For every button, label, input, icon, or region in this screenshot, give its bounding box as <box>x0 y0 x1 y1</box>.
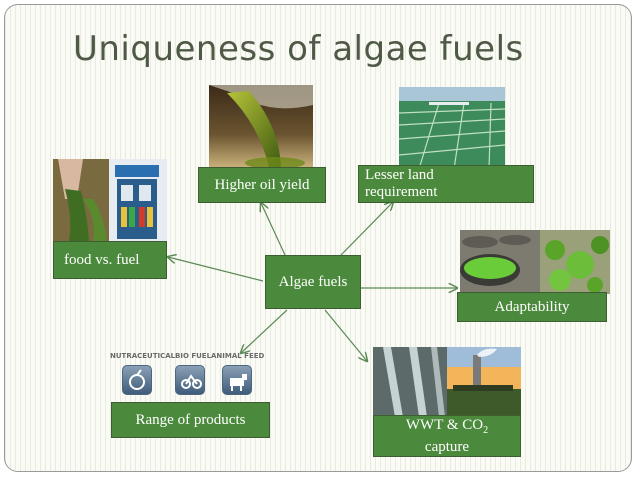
nutraceutical-icon <box>122 365 152 395</box>
oil-pour-image <box>209 85 313 167</box>
arrow-to-wwt <box>324 309 367 361</box>
food-fuel-photo <box>53 159 167 241</box>
product-label-biofuel: BIO FUEL <box>175 352 212 360</box>
arrow-to-oil-yield <box>261 203 286 256</box>
biofuel-icon <box>175 365 205 395</box>
adaptability-photo <box>460 230 610 294</box>
node-wwt-label-line1: WWT & CO2 <box>406 417 488 439</box>
product-label-nutraceutical: NUTRACEUTICAL <box>110 352 176 360</box>
food-fuel-image <box>53 159 167 241</box>
node-wwt-label-subscript: 2 <box>483 424 489 436</box>
node-range-of-products-label: Range of products <box>135 411 246 428</box>
raceway-ponds-photo <box>399 87 505 169</box>
arrow-to-food-fuel <box>168 257 264 282</box>
node-wwt-label-line2: capture <box>424 438 470 455</box>
oil-pour-photo <box>209 85 313 167</box>
node-oil-yield-label: Higher oil yield <box>214 176 310 193</box>
node-oil-yield: Higher oil yield <box>198 167 326 203</box>
slide-title: Uniqueness of algae fuels <box>73 29 524 69</box>
wwt-co2-photo <box>373 347 521 417</box>
arrow-to-land <box>340 202 393 256</box>
node-land-label-line1: Lesser land <box>365 167 434 183</box>
node-land-label-line2: requirement <box>365 184 438 200</box>
connector-arrows <box>5 5 632 472</box>
animal-feed-icon <box>222 365 252 395</box>
raceway-ponds-image <box>399 87 505 169</box>
slide: Uniqueness of algae fuels <box>4 4 632 472</box>
node-range-of-products: Range of products <box>111 402 270 438</box>
node-algae-fuels: Algae fuels <box>265 255 361 309</box>
wwt-co2-image <box>373 347 521 417</box>
node-algae-fuels-label: Algae fuels <box>278 273 348 290</box>
node-food-vs-fuel-label: food vs. fuel <box>64 251 140 268</box>
node-food-vs-fuel: food vs. fuel <box>53 241 167 279</box>
node-wwt-label-prefix: WWT & CO <box>405 416 484 433</box>
node-wwt-co2: WWT & CO2 capture <box>373 415 521 457</box>
arrow-to-products <box>241 309 288 353</box>
node-adaptability: Adaptability <box>457 292 607 322</box>
adaptability-image <box>460 230 610 294</box>
node-adaptability-label: Adaptability <box>494 298 570 315</box>
product-label-animalfeed: ANIMAL FEED <box>211 352 265 360</box>
node-land-requirement: Lesser land requirement <box>358 165 534 203</box>
